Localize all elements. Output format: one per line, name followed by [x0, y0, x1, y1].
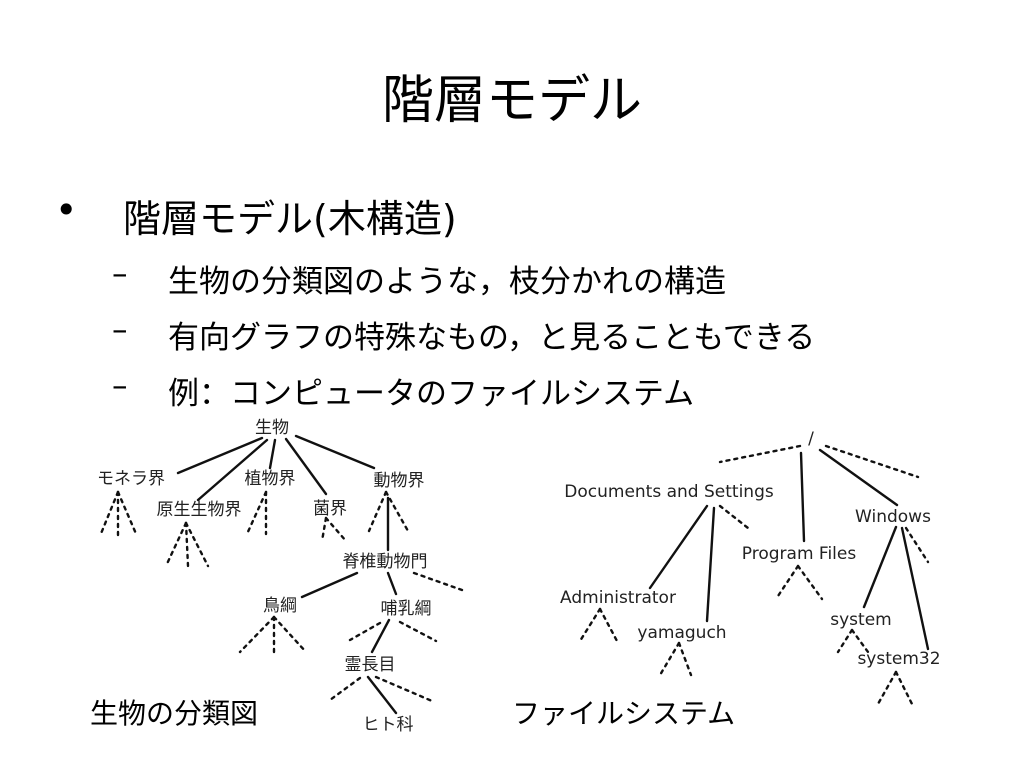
- node-system32: system32: [857, 649, 940, 669]
- dash-mark: –: [112, 256, 128, 292]
- sub-bullet-text: 有向グラフの特殊なもの，と見ることもできる: [168, 320, 816, 356]
- node-program-files: Program Files: [742, 544, 857, 564]
- node-primate: 霊長目: [345, 655, 396, 675]
- biology-tree: [176, 434, 398, 715]
- filesystem-tree-labels: / Documents and Settings Program Files W…: [560, 429, 940, 669]
- bullet-mark: •: [55, 188, 78, 232]
- node-hominid: ヒト科: [363, 715, 414, 735]
- dash-mark: –: [112, 368, 128, 404]
- node-administrator: Administrator: [560, 588, 676, 608]
- filesystem-tree-dotted: [578, 444, 930, 706]
- node-yamaguch: yamaguch: [637, 623, 726, 643]
- node-root: 生物: [255, 418, 289, 438]
- filesystem-tree: [648, 448, 930, 651]
- dash-mark: –: [112, 312, 128, 348]
- biology-tree-labels: 生物 モネラ界 原生生物界 植物界 菌界 動物界 脊椎動物門 鳥綱 哺乳綱 霊長…: [97, 418, 432, 735]
- biology-tree-dotted: [98, 490, 464, 703]
- node-plant: 植物界: [245, 469, 296, 489]
- node-bird: 鳥綱: [263, 596, 297, 616]
- node-docs: Documents and Settings: [564, 482, 774, 502]
- node-system: system: [830, 610, 891, 630]
- filesystem-caption: ファイルシステム: [512, 697, 736, 730]
- sub-bullet-text: 例：コンピュータのファイルシステム: [168, 376, 695, 412]
- main-bullet-text: 階層モデル(木構造): [123, 197, 457, 241]
- node-vertebrate: 脊椎動物門: [343, 552, 428, 572]
- node-protista: 原生生物界: [157, 500, 242, 520]
- sub-bullet-text: 生物の分類図のような，枝分かれの構造: [168, 264, 726, 300]
- node-mammal: 哺乳綱: [381, 599, 432, 619]
- node-fungi: 菌界: [313, 499, 347, 519]
- biology-caption: 生物の分類図: [90, 697, 259, 730]
- slide-title: 階層モデル: [381, 71, 642, 131]
- node-animal: 動物界: [374, 471, 425, 491]
- node-monera: モネラ界: [97, 469, 165, 489]
- node-windows: Windows: [855, 507, 931, 527]
- node-fs-root: /: [808, 429, 814, 449]
